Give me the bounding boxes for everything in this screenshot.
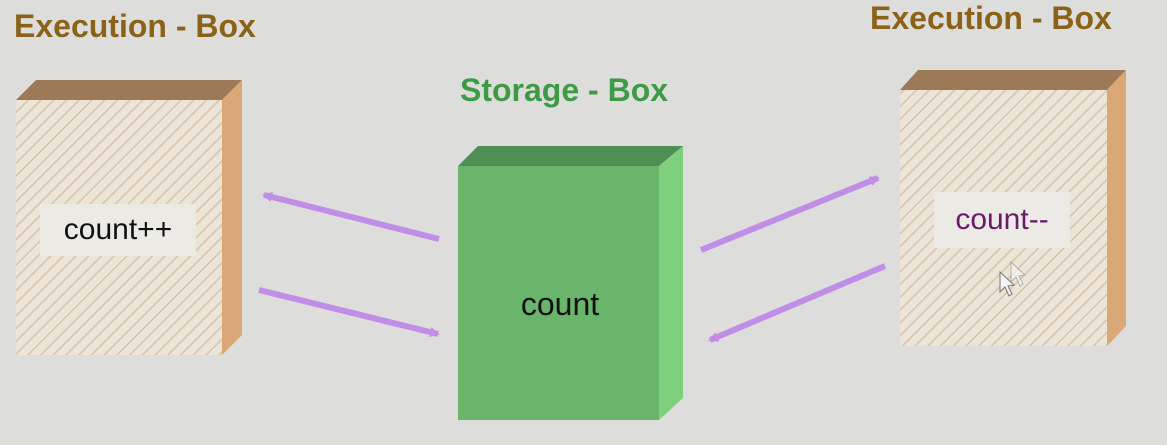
storage-box-top (458, 146, 683, 166)
arrow-right-to-storage (708, 263, 887, 343)
right-execution-box-label: count-- (934, 192, 1070, 248)
right-execution-box-title: Execution - Box (870, 0, 1112, 36)
storage-box (458, 146, 683, 420)
count-decrement-text: count-- (955, 203, 1049, 236)
left-execution-box-title: Execution - Box (14, 8, 256, 44)
storage-box-title: Storage - Box (460, 72, 669, 108)
arrow-storage-to-right (699, 175, 880, 253)
right-execution-box-top (900, 70, 1126, 90)
left-execution-box-side (222, 80, 242, 355)
arrow-left-to-storage (258, 287, 440, 337)
storage-box-front (458, 166, 659, 420)
storage-box-side (659, 146, 683, 420)
storage-box-label: count (520, 286, 600, 322)
arrow-storage-to-left (262, 192, 440, 242)
mouse-pointer-icon (999, 260, 1027, 297)
left-execution-box-label: count++ (40, 204, 196, 256)
right-execution-box-side (1107, 70, 1126, 346)
left-execution-box-top (16, 80, 242, 100)
count-increment-text: count++ (63, 213, 173, 246)
